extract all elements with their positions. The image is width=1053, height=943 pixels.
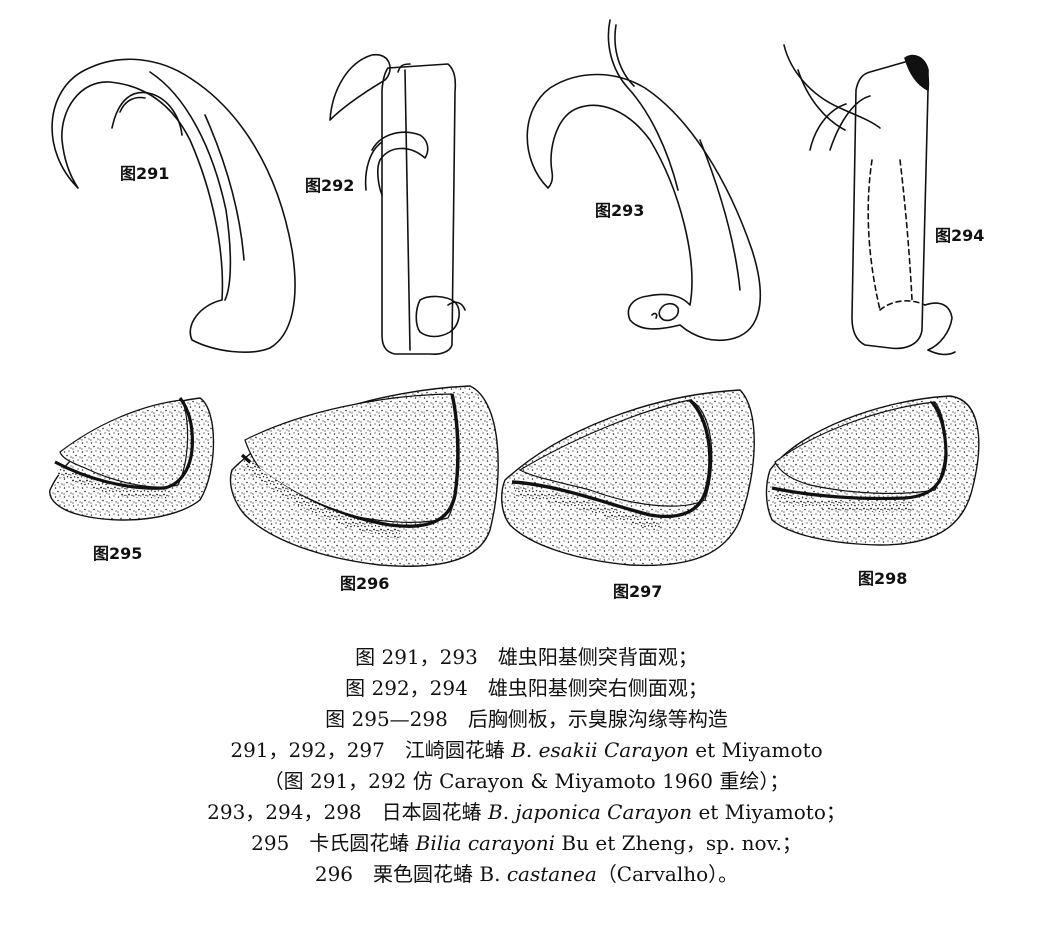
figure-label-298: 图298	[858, 569, 908, 588]
drawing-296	[229, 385, 499, 567]
figure-label-295: 图295	[93, 544, 143, 563]
drawing-291	[51, 58, 296, 353]
caption-line-8-suffix: （Carvalho）。	[596, 862, 739, 886]
caption-line-5: （图 291，292 仿 Carayon & Miyamoto 1960 重绘）…	[263, 769, 790, 793]
caption-line-1: 图 291，293 雄虫阳基侧突背面观；	[355, 645, 698, 669]
caption-line-4-species: B. esakii Carayon	[511, 738, 689, 762]
caption-line-6: 293，294，298 日本圆花蝽 B. japonica Carayon et…	[0, 797, 1053, 828]
caption-line-2: 图 292，294 雄虫阳基侧突右侧面观；	[345, 676, 708, 700]
caption-line-4-suffix: et Miyamoto	[688, 738, 823, 762]
figure-label-296: 图296	[340, 574, 390, 593]
drawing-297	[501, 389, 755, 567]
caption-line-4: 291，292，297 江崎圆花蝽 B. esakii Carayon et M…	[0, 735, 1053, 766]
figure-plate: 图291 图292 图293 图294 图295 图296 图297 图298	[49, 19, 985, 601]
figure-label-291: 图291	[120, 164, 170, 183]
caption-line-8: 296 栗色圆花蝽 B. castanea（Carvalho）。	[0, 859, 1053, 890]
drawing-298	[765, 395, 980, 546]
caption-line-8-prefix: 296 栗色圆花蝽 B.	[314, 862, 507, 886]
caption-line-6-suffix: et Miyamoto；	[692, 800, 846, 824]
caption-line-3: 图 295—298 后胸侧板，示臭腺沟缘等构造	[325, 707, 728, 731]
caption-line-7-prefix: 295 卡氏圆花蝽	[251, 831, 416, 855]
caption-line-8-species: castanea	[506, 862, 597, 886]
caption-line-7-species: Bilia carayoni	[415, 831, 556, 855]
figure-label-294: 图294	[935, 226, 985, 245]
caption-line-6-species: B. japonica Carayon	[488, 800, 693, 824]
drawing-295	[49, 397, 215, 521]
caption-line-7: 295 卡氏圆花蝽 Bilia carayoni Bu et Zheng，sp.…	[0, 828, 1053, 859]
drawing-293	[526, 19, 762, 342]
figure-label-292: 图292	[305, 176, 355, 195]
caption-line-4-prefix: 291，292，297 江崎圆花蝽	[230, 738, 512, 762]
figure-label-293: 图293	[595, 201, 645, 220]
drawing-292	[329, 54, 466, 355]
line-drawings	[49, 19, 980, 567]
figure-caption: 图 291，293 雄虫阳基侧突背面观； 图 292，294 雄虫阳基侧突右侧面…	[0, 642, 1053, 890]
caption-line-7-suffix: Bu et Zheng，sp. nov.；	[555, 831, 802, 855]
caption-line-6-prefix: 293，294，298 日本圆花蝽	[207, 800, 489, 824]
drawing-294	[783, 44, 956, 356]
figure-label-297: 图297	[613, 582, 663, 601]
